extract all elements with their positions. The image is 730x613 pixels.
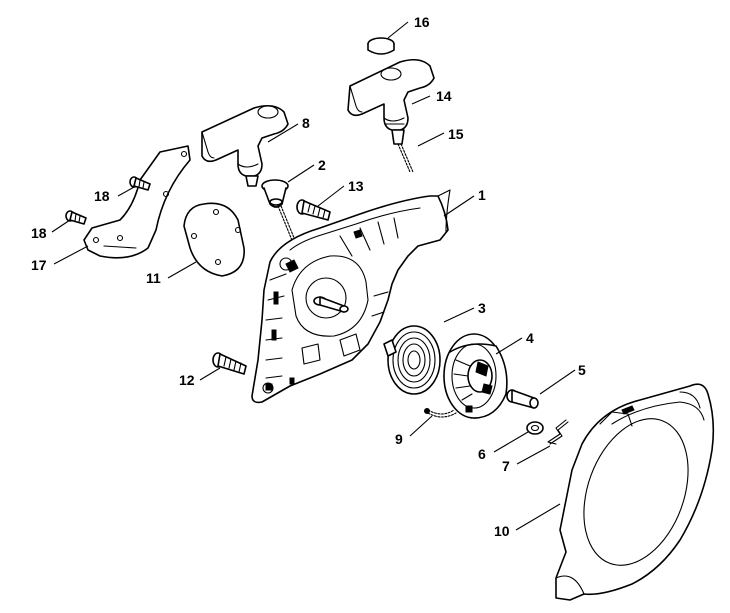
part-6-washer — [526, 421, 544, 435]
callout-14: 14 — [436, 88, 452, 104]
callout-labels: 16 14 15 8 2 13 1 18 18 17 11 3 4 5 12 9… — [31, 14, 586, 539]
part-8-starter-grip — [201, 104, 289, 187]
callout-5: 5 — [578, 362, 586, 378]
callout-1: 1 — [478, 187, 486, 203]
part-14-starter-grip — [347, 58, 435, 145]
callout-8: 8 — [302, 115, 310, 131]
part-18-screw-lower — [65, 210, 87, 225]
callout-16: 16 — [414, 14, 430, 30]
callout-2: 2 — [318, 157, 326, 173]
callout-18-upper: 18 — [94, 188, 110, 204]
callout-11: 11 — [146, 270, 161, 286]
callout-9: 9 — [395, 431, 403, 447]
callout-13: 13 — [348, 178, 364, 194]
part-3-rewind-spring — [383, 325, 441, 395]
part-12-screw — [212, 352, 247, 375]
part-11-plate — [183, 202, 245, 277]
callout-10: 10 — [494, 523, 510, 539]
part-1-fan-housing — [251, 189, 451, 404]
callout-7: 7 — [502, 458, 510, 474]
part-13-screw — [296, 199, 331, 221]
part-2-rope-guide — [261, 179, 300, 251]
part-7-spring-clip — [547, 419, 569, 445]
callout-6: 6 — [478, 446, 486, 462]
part-4-rope-rotor — [443, 333, 508, 419]
part-18-screw-upper — [129, 176, 151, 191]
part-9-rope — [424, 408, 457, 418]
callout-18-lower: 18 — [31, 225, 47, 241]
callout-12: 12 — [179, 372, 195, 388]
callout-4: 4 — [526, 330, 534, 346]
part-5-pin — [506, 389, 539, 409]
part-17-bracket — [83, 145, 191, 259]
callout-17: 17 — [31, 257, 47, 273]
part-15-rope — [397, 143, 414, 173]
part-16-cap — [367, 37, 395, 55]
callout-3: 3 — [478, 300, 486, 316]
part-10-fan-cover — [555, 383, 715, 601]
callout-15: 15 — [448, 126, 464, 142]
leader-lines — [51, 21, 576, 531]
